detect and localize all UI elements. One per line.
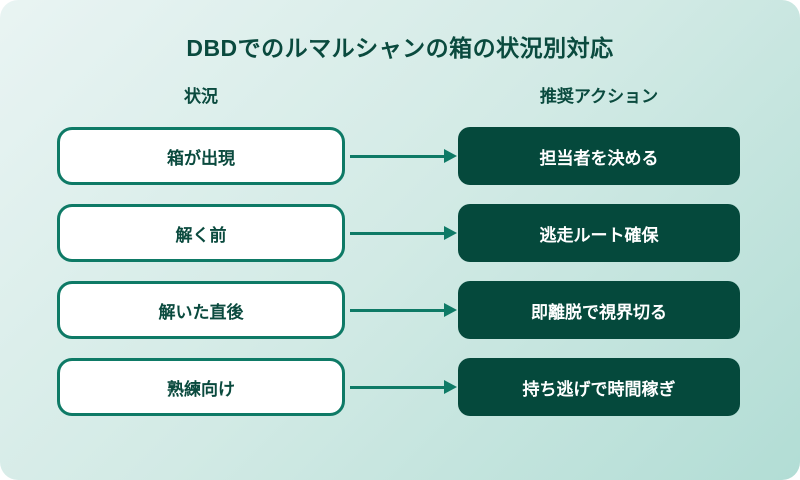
- action-box-4: 持ち逃げで時間稼ぎ: [458, 358, 740, 416]
- flow-row: 箱が出現 担当者を決める: [57, 127, 740, 185]
- arrow-right-icon: [345, 358, 458, 416]
- flow-row: 熟練向け 持ち逃げで時間稼ぎ: [57, 358, 740, 416]
- arrow-right-icon: [345, 204, 458, 262]
- page-title: DBDでのルマルシャンの箱の状況別対応: [186, 35, 614, 61]
- column-header-recommended-action: 推奨アクション: [539, 87, 659, 106]
- situation-box-3: 解いた直後: [57, 281, 345, 339]
- arrow-right-icon: [345, 281, 458, 339]
- action-box-1: 担当者を決める: [458, 127, 740, 185]
- situation-box-2: 解く前: [57, 204, 345, 262]
- arrow-right-icon: [345, 127, 458, 185]
- flow-row: 解いた直後 即離脱で視界切る: [57, 281, 740, 339]
- action-box-2: 逃走ルート確保: [458, 204, 740, 262]
- situation-box-1: 箱が出現: [57, 127, 345, 185]
- action-box-3: 即離脱で視界切る: [458, 281, 740, 339]
- flow-row: 解く前 逃走ルート確保: [57, 204, 740, 262]
- column-header-situation: 状況: [184, 87, 218, 106]
- situation-box-4: 熟練向け: [57, 358, 345, 416]
